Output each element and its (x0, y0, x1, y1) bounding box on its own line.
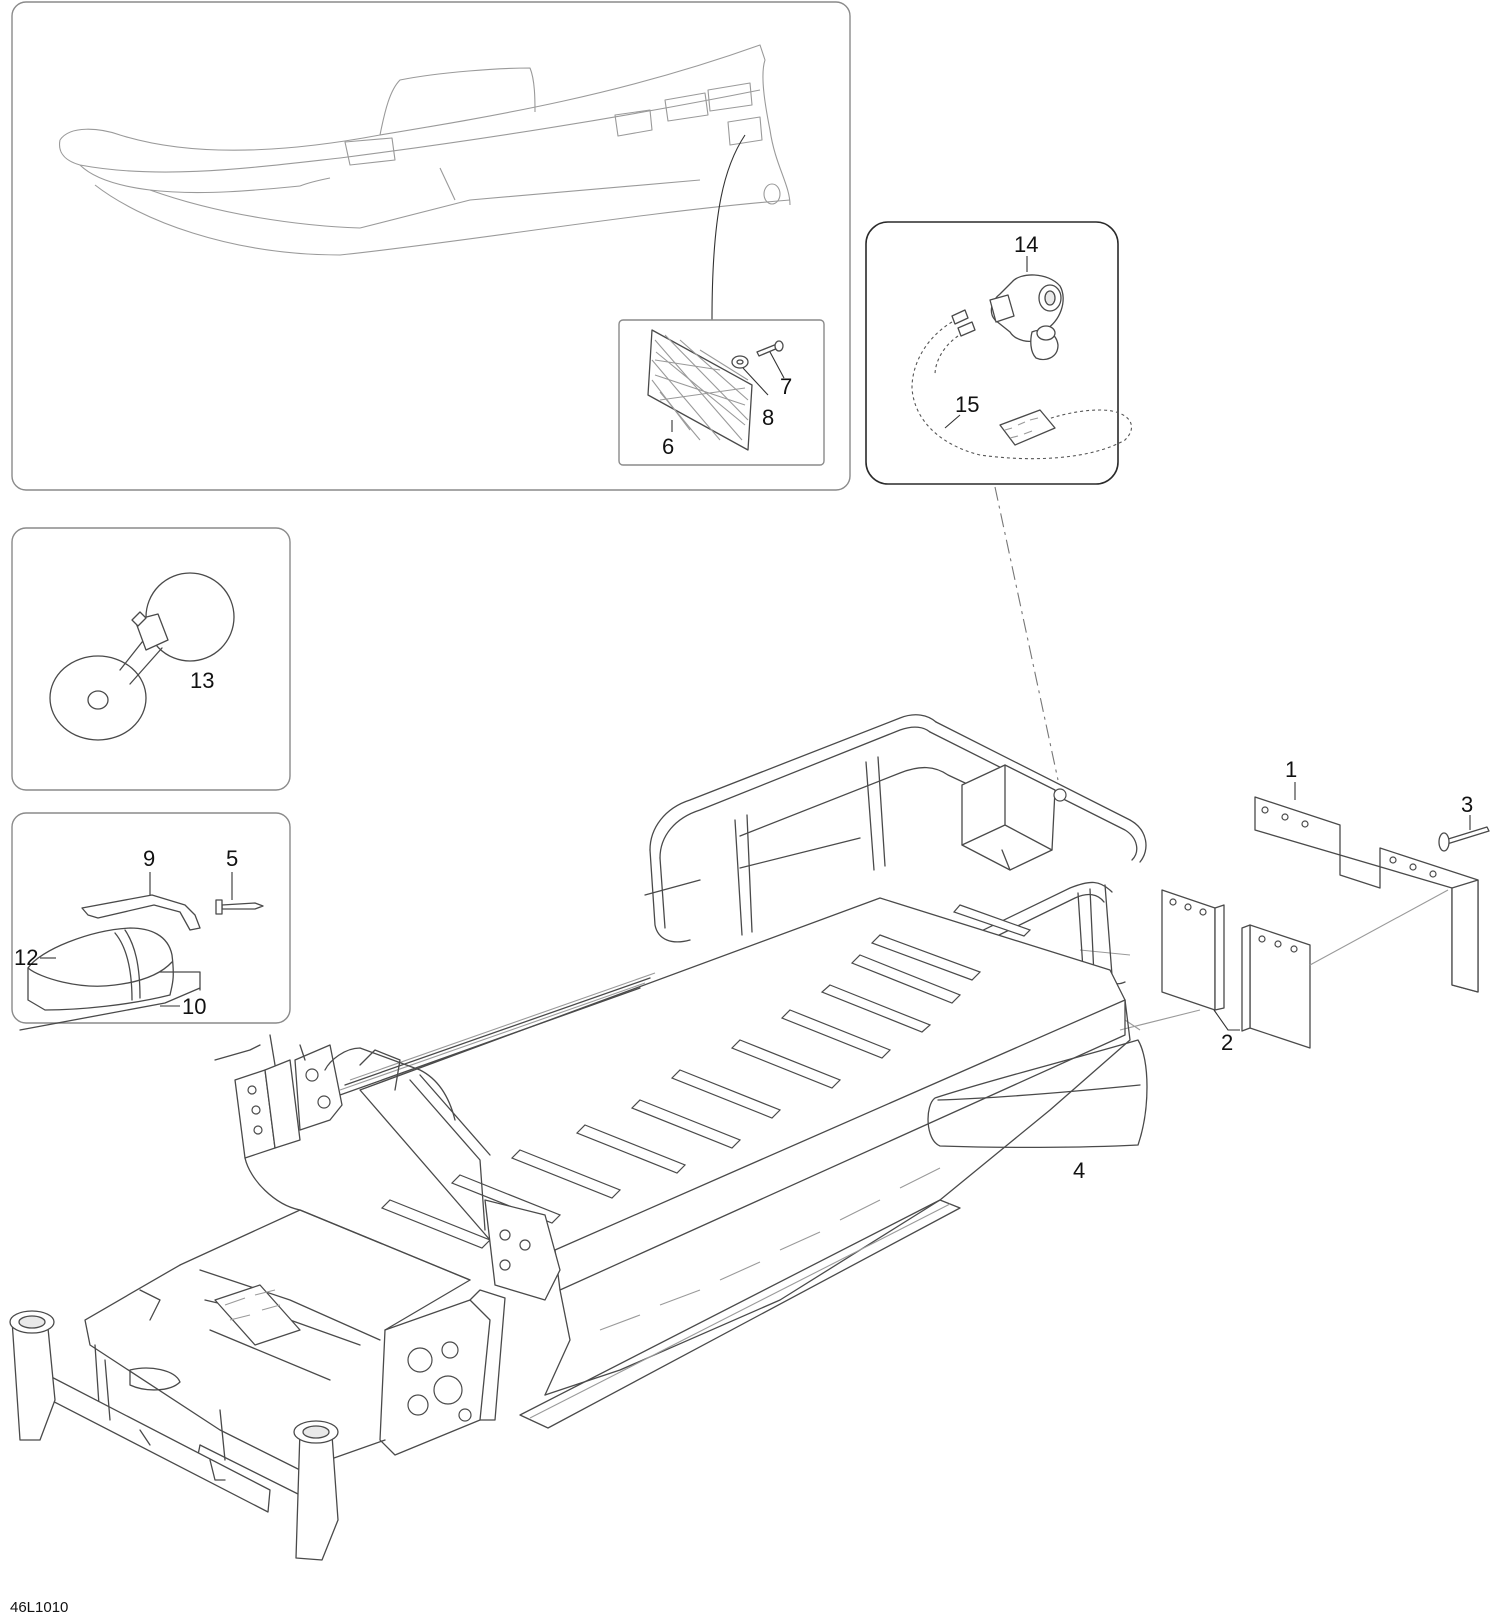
callout-8: 8 (762, 405, 774, 430)
callout-14: 14 (1014, 232, 1038, 257)
pad-detail-panel: 9 5 12 10 (11, 812, 291, 1031)
chassis-frame-drawing (9, 714, 1147, 1561)
rivet-drawing (215, 872, 264, 915)
callout-3: 3 (1461, 792, 1473, 817)
seat-drawing (58, 44, 791, 256)
ignition-detail-panel: 14 15 (865, 221, 1132, 485)
rivet-3-drawing (1438, 815, 1490, 852)
callout-12: 12 (14, 945, 38, 970)
callout-5: 5 (226, 846, 238, 871)
deck-slots (380, 904, 1032, 1249)
screw-drawing (756, 340, 784, 357)
callout-1: 1 (1285, 757, 1297, 782)
callout-4: 4 (1073, 1158, 1085, 1183)
callout-7: 7 (780, 374, 792, 399)
seat-pad-drawing (19, 927, 201, 1031)
callout-6: 6 (662, 434, 674, 459)
reflector-drawing (647, 329, 753, 451)
callout-13: 13 (190, 668, 214, 693)
seat-detail-panel: 6 7 8 (11, 1, 851, 491)
mud-flap-large (1254, 782, 1479, 993)
wire-harness-drawing (911, 309, 1132, 460)
switch-location-line (994, 486, 1059, 781)
callout-9: 9 (143, 846, 155, 871)
drawing-code: 46L1010 (10, 1599, 68, 1616)
callout-10: 10 (182, 994, 206, 1019)
mud-flap-small-right (1241, 924, 1311, 1049)
side-panel-4-drawing (927, 1039, 1148, 1149)
ignition-switch-drawing (989, 256, 1064, 361)
bracket-drawing (81, 872, 201, 931)
horn-drawing (49, 572, 235, 741)
mud-flap-small-left (1161, 889, 1225, 1011)
washer-drawing (731, 355, 749, 369)
horn-detail-panel: 13 (11, 527, 291, 791)
callout-2: 2 (1221, 1030, 1233, 1055)
callout-15: 15 (955, 392, 979, 417)
